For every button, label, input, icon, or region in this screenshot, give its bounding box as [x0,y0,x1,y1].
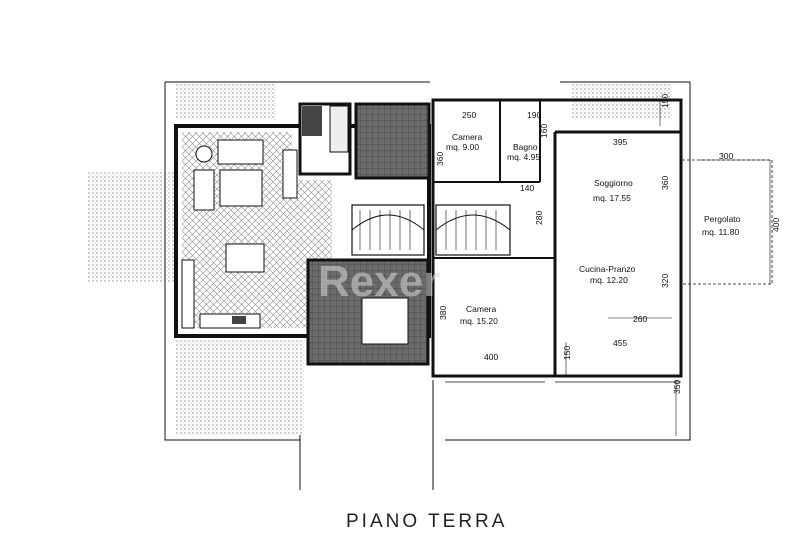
page-title: PIANO TERRA [346,511,507,532]
dimension: 150 [660,94,670,108]
room-area: mq. 9.00 [446,142,479,152]
room-area: mq. 12.20 [590,275,628,285]
room-area: mq. 4.95 [507,152,540,162]
dimension: 360 [435,152,445,166]
front-garden [176,340,304,435]
site-outline [164,81,691,490]
room-name: Camera [452,132,483,142]
room-name: Soggiorno [594,178,633,188]
dimension: 140 [520,183,534,193]
dimension: 400 [484,352,498,362]
dimension: 320 [660,274,670,288]
dimension: 350 [672,380,682,394]
dimension: 260 [633,314,647,324]
dimension-labels: 250 190 160 360 140 395 360 280 300 400 … [435,94,781,394]
room-area: mq. 15.20 [460,316,498,326]
dimension: 455 [613,338,627,348]
dimension-lines [565,100,771,436]
room-area: mq. 11.80 [702,227,739,237]
left-unit-walls [174,102,431,366]
dimension: 160 [539,124,549,138]
dimension: 250 [462,110,476,120]
room-labels: Camera mq. 9.00 Bagno mq. 4.95 Soggiorno… [446,132,741,326]
room-name: Bagno [513,142,538,152]
right-porch [572,84,672,120]
room-name: Pergolato [704,214,741,224]
top-balcony [176,84,276,120]
watermark: Rexer [318,257,440,306]
dimension: 400 [771,218,781,232]
right-unit-walls [431,98,773,383]
dimension: 380 [438,306,448,320]
dimension: 395 [613,137,627,147]
dimension: 300 [719,151,733,161]
dimension: 190 [527,110,541,120]
dimension: 280 [534,211,544,225]
dimension: 360 [660,176,670,190]
left-terrace [88,172,174,282]
room-area: mq. 17.55 [593,193,631,203]
dimension: 150 [562,346,572,360]
room-name: Cucina-Pranzo [579,264,635,274]
room-name: Camera [466,304,497,314]
